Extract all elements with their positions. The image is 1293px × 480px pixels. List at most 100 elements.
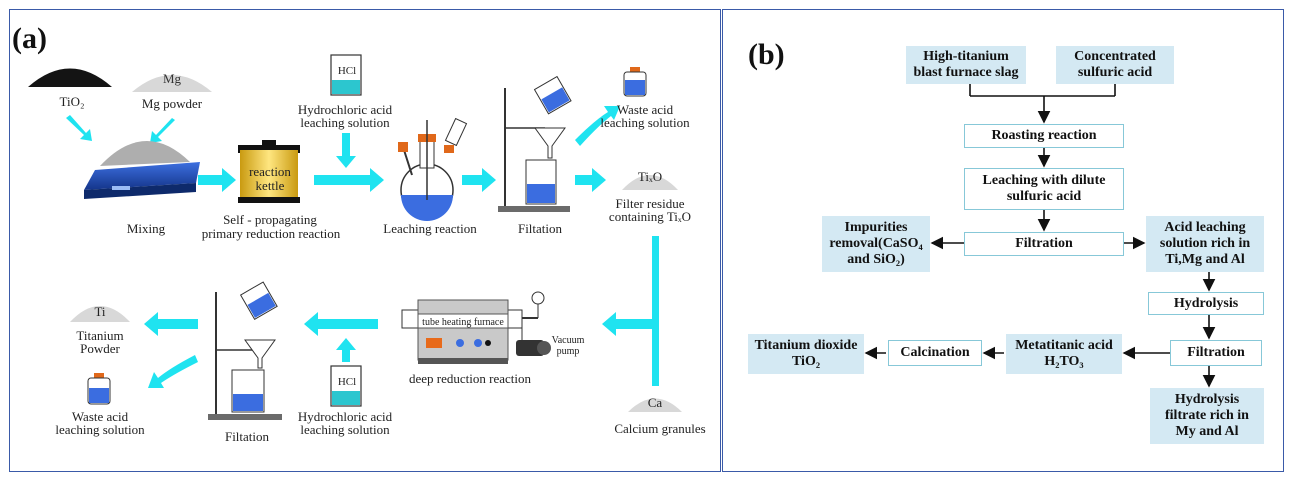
primary-reduction-label: primary reduction reaction — [201, 226, 341, 241]
tio2-label: TiO₂ — [59, 94, 85, 109]
arrow-icon — [336, 133, 356, 168]
waste-acid-label-1: Waste acid — [616, 102, 674, 117]
filtrate-text-3: My and Al — [1175, 424, 1239, 439]
mg-powder-icon — [132, 75, 212, 92]
self-propagating-label: Self - propagating — [223, 212, 317, 227]
connector-line — [652, 236, 659, 386]
tio2-box: Titanium dioxide TiO₂ — [748, 334, 864, 374]
mixing-plate-icon — [84, 140, 200, 199]
hcl-label: HCl — [337, 65, 357, 77]
filtrate-text-1: Hydrolysis — [1174, 392, 1240, 407]
titanium-label-1: Titanium — [76, 328, 124, 343]
calcium-granules-label: Calcium granules — [614, 421, 706, 436]
filtration-stand-icon — [498, 75, 572, 212]
slag-box: High-titanium blast furnace slag — [906, 46, 1026, 84]
hydrolysis-box: Hydrolysis — [1148, 292, 1264, 315]
acid-text-2: sulfuric acid — [1077, 65, 1153, 80]
filtration-box-1: Filtration — [964, 232, 1124, 256]
arrow-icon — [144, 312, 198, 336]
deep-reduction-label: deep reduction reaction — [409, 371, 531, 386]
impurities-text-2: removal(CaSO₄ — [829, 236, 923, 251]
filtration-box-2: Filtration — [1170, 340, 1262, 366]
titanium-label-2: Powder — [80, 341, 120, 356]
vacuum-label-2: pump — [556, 346, 580, 357]
hcl-beaker-icon — [330, 365, 362, 407]
filtrate-text-2: filtrate rich in — [1165, 408, 1249, 423]
impurities-text-3: and SiO₂) — [847, 252, 905, 267]
arrow-icon — [575, 168, 606, 192]
tixo-powder-icon — [622, 175, 678, 190]
arrow-icon — [336, 338, 356, 362]
acid-leach-text-1: Acid leaching — [1164, 220, 1246, 235]
leaching-text-2: sulfuric acid — [1006, 189, 1082, 204]
filtration-stand-icon — [208, 281, 282, 420]
panel-a-label: (a) — [12, 22, 47, 55]
tio2-powder-icon — [28, 68, 112, 87]
hcl-solution-b-label-1: Hydrochloric acid — [297, 409, 393, 424]
roasting-box: Roasting reaction — [964, 124, 1124, 148]
ti-powder-icon — [70, 306, 130, 322]
calcination-box: Calcination — [888, 340, 982, 366]
tube-furnace-label: tube heating furnace — [422, 317, 504, 328]
tube-furnace-icon — [401, 291, 551, 364]
feed-arrows-icon — [66, 115, 175, 143]
leaching-flask-icon — [398, 117, 468, 221]
filtration-text-1: Filtration — [1015, 236, 1073, 251]
metatitanic-text-1: Metatitanic acid — [1015, 338, 1113, 353]
tixo-label: TiₓO — [637, 169, 663, 184]
arrow-icon — [314, 168, 384, 192]
reaction-kettle-icon — [238, 140, 300, 203]
panel-a — [9, 9, 721, 472]
acid-leach-text-2: solution rich in — [1159, 236, 1251, 251]
acid-leach-text-3: Ti,Mg and Al — [1165, 252, 1245, 267]
hcl-solution-label-1: Hydrochloric acid — [297, 102, 393, 117]
hcl-solution-label-2: leaching solution — [300, 115, 390, 130]
arrow-icon — [462, 168, 496, 192]
slag-text-2: blast furnace slag — [913, 65, 1019, 80]
sulfuric-acid-box: Concentrated sulfuric acid — [1056, 46, 1174, 84]
mg-label: Mg — [162, 71, 182, 86]
acid-text-1: Concentrated — [1074, 49, 1156, 64]
roasting-text: Roasting reaction — [991, 128, 1097, 143]
impurities-text-1: Impurities — [844, 220, 908, 235]
vacuum-label-1: Vacuum — [551, 335, 585, 346]
calcination-text: Calcination — [900, 345, 970, 360]
hcl-beaker-icon — [330, 54, 362, 96]
ca-label: Ca — [647, 395, 663, 410]
hydrolysis-text: Hydrolysis — [1173, 295, 1239, 311]
metatitanic-text-2: H₂TO₃ — [1044, 354, 1084, 369]
waste-acid-b-label-1: Waste acid — [71, 409, 129, 424]
arrow-icon — [575, 106, 620, 146]
waste-acid-bottle-icon — [87, 373, 111, 405]
ca-powder-icon — [628, 398, 682, 412]
arrow-icon — [198, 168, 236, 192]
filtation-bottom-label: Filtation — [224, 429, 270, 444]
reaction-kettle-label: reaction kettle — [249, 164, 291, 193]
tio2-text-2: TiO₂ — [791, 354, 821, 369]
arrow-icon — [602, 312, 652, 336]
metatitanic-box: Metatitanic acid H₂TO₃ — [1006, 334, 1122, 374]
arrow-icon — [304, 312, 378, 336]
mg-powder-label: Mg powder — [141, 96, 203, 111]
filtration-text-2: Filtration — [1187, 345, 1245, 360]
impurities-box: Impurities removal(CaSO₄ and SiO₂) — [822, 216, 930, 272]
hcl-label-b: HCl — [337, 376, 357, 388]
leaching-reaction-label: Leaching reaction — [383, 221, 477, 236]
filtation-top-label: Filtation — [517, 221, 563, 236]
filter-residue-label-2: containing TiₓO — [608, 209, 692, 224]
hcl-solution-b-label-2: leaching solution — [300, 422, 390, 437]
filtrate-box: Hydrolysis filtrate rich in My and Al — [1150, 388, 1264, 444]
tio2-text-1: Titanium dioxide — [754, 338, 858, 353]
leaching-text-1: Leaching with dilute — [982, 173, 1106, 188]
waste-acid-b-label-2: leaching solution — [55, 422, 145, 437]
waste-acid-bottle-icon — [623, 67, 647, 97]
waste-acid-label-2: leaching solution — [600, 115, 690, 130]
panel-b-label: (b) — [748, 38, 785, 71]
slag-text-1: High-titanium — [923, 49, 1009, 64]
leaching-box: Leaching with dilute sulfuric acid — [964, 168, 1124, 210]
arrow-icon — [148, 355, 198, 388]
acid-leach-box: Acid leaching solution rich in Ti,Mg and… — [1146, 216, 1264, 272]
mixing-label: Mixing — [126, 221, 166, 236]
